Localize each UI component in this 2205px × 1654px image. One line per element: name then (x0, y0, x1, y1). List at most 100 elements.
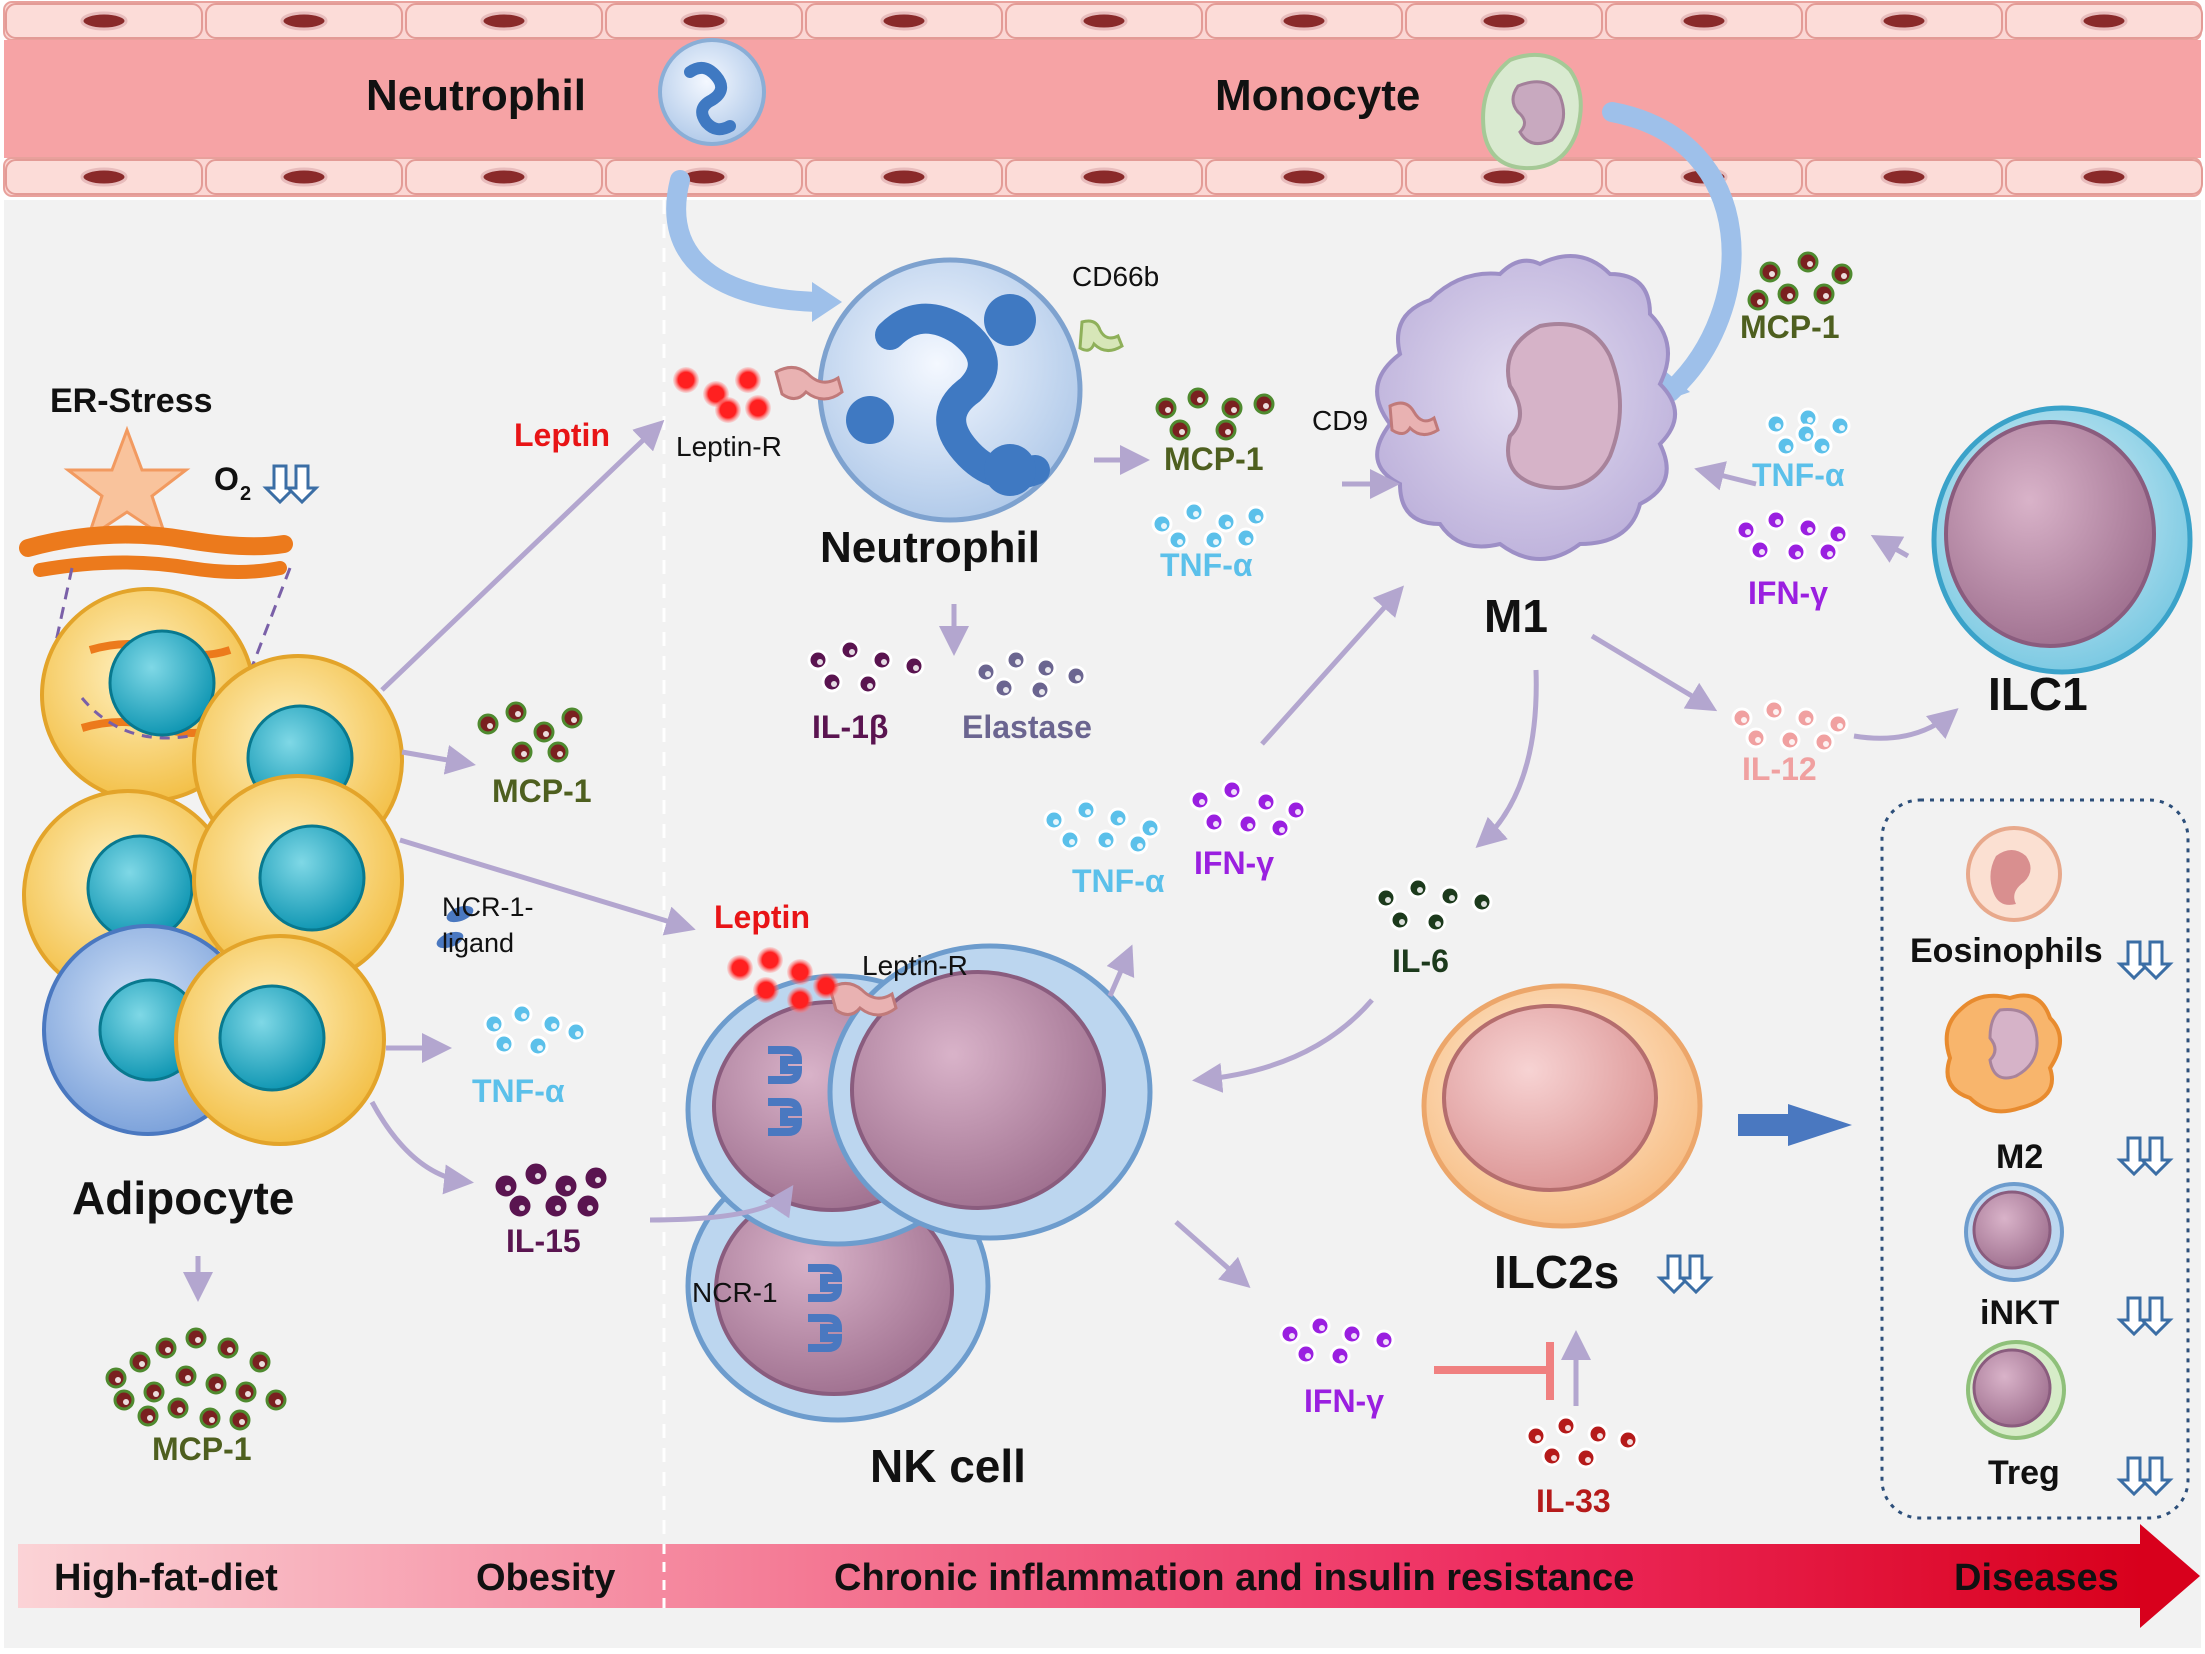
cytokine-dot-highlight (227, 1347, 233, 1353)
endothelial-nucleus (2080, 167, 2128, 187)
cytokine-dot-highlight (1785, 445, 1791, 451)
decreased-cells-box (1880, 798, 2190, 1520)
cytokine-dot-highlight (1759, 549, 1765, 555)
endothelial-nucleus (880, 167, 928, 187)
leptin-nk-dots (727, 947, 839, 1013)
cytokine-dot-highlight (1565, 1425, 1571, 1431)
arrow-il12-ilc1 (1853, 708, 1959, 741)
progress-obesity: Obesity (476, 1557, 615, 1599)
cytokine-dot-highlight (1807, 527, 1813, 533)
cytokine-dot-highlight (1795, 551, 1801, 557)
cytokine-dot-highlight (1117, 817, 1123, 823)
decrease-icon (2116, 1296, 2174, 1337)
cytokine-dot-highlight (817, 659, 823, 665)
ilc1-cell (1931, 405, 2193, 675)
cd66b-label: CD66b (1072, 261, 1159, 292)
arrow-adipocyte-mcp1 (401, 745, 476, 775)
cytokine-dot-highlight (1775, 519, 1781, 525)
endothelial-nucleus (2080, 11, 2128, 31)
cytokine-dot-highlight (139, 1361, 145, 1367)
vessel-monocyte-label: Monocyte (1215, 71, 1420, 120)
cytokine-dot-highlight (1053, 819, 1059, 825)
leptin-top-label: Leptin (514, 417, 610, 453)
cytokine-dot-highlight (177, 1407, 183, 1413)
cytokine-dot-highlight (1045, 667, 1051, 673)
cytokine-dots (105, 251, 1853, 1469)
cytokine-dot-highlight (1161, 523, 1167, 529)
ilc1-title: ILC1 (1988, 668, 2088, 720)
il1b-label: IL-1β (812, 709, 888, 745)
leptin-dot (673, 367, 699, 393)
mcp1-m1-label: MCP-1 (1740, 309, 1840, 345)
cytokine-dot-highlight (1807, 261, 1813, 267)
progress-high-fat-diet: High-fat-diet (54, 1557, 278, 1599)
cytokine-dot-highlight (913, 665, 919, 671)
tnfa-m1-label: TNF-α (1752, 457, 1845, 493)
arrow-nk-ifng (1174, 1220, 1251, 1288)
decrease-icon (2116, 1456, 2174, 1497)
cytokine-dot-highlight (1839, 425, 1845, 431)
il33-dots (1525, 1415, 1639, 1469)
nk-leptin-r-label: Leptin-R (862, 950, 968, 981)
cytokine-dot-highlight (1627, 1439, 1633, 1445)
cytokine-dot-highlight (1741, 717, 1747, 723)
cytokine-dot-highlight (1769, 271, 1775, 277)
m2-cell (1944, 993, 2062, 1114)
inkt-cell (1964, 1182, 2064, 1282)
adipocyte-cluster (22, 587, 404, 1146)
nk-leptin-receptor-icon (828, 982, 898, 1017)
cytokine-dot-highlight (185, 1375, 191, 1381)
cytokine-dot-highlight (1197, 397, 1203, 403)
cytokine-dot-highlight (1551, 1455, 1557, 1461)
cytokine-dot-highlight (1775, 423, 1781, 429)
cytokine-dot-highlight (1225, 521, 1231, 527)
treg-cell (1966, 1340, 2066, 1440)
cytokine-dot-highlight (1383, 1339, 1389, 1345)
cytokine-dot-highlight (1385, 897, 1391, 903)
eosinophil-cell (1966, 826, 2062, 922)
ifng-nk-up-label: IFN-γ (1194, 845, 1274, 881)
neutrophil-leptin-receptor-icon (774, 366, 844, 401)
cytokine-dot-highlight (1351, 1333, 1357, 1339)
endothelial-nucleus (80, 11, 128, 31)
cytokine-dot-highlight (1231, 789, 1237, 795)
cytokine-dot-highlight (245, 1391, 251, 1397)
endothelial-nucleus (1480, 11, 1528, 31)
arrow-adipocyte-il15 (369, 1100, 474, 1195)
cytokine-dot-highlight (849, 649, 855, 655)
cytokine-dot-highlight (1787, 293, 1793, 299)
cytokine-dot-highlight (867, 683, 873, 689)
leptin-mid-label: Leptin (714, 899, 810, 935)
ifng-m1-dots (1735, 509, 1849, 563)
elastase-dots (975, 649, 1087, 701)
ifng-nk-up-dots (1189, 779, 1307, 839)
endothelial-nucleus (880, 11, 928, 31)
ilc2-cell (1421, 983, 1703, 1229)
o2-decrease-icon (262, 464, 320, 505)
mcp1-adipocyte-label: MCP-1 (492, 773, 592, 809)
cytokine-dot-highlight (493, 1023, 499, 1029)
cytokine-dot-highlight (1015, 659, 1021, 665)
progress-diseases: Diseases (1954, 1557, 2119, 1599)
cytokine-dot-highlight (1213, 821, 1219, 827)
cytokine-dot-highlight (1199, 799, 1205, 805)
endothelial-nucleus (280, 167, 328, 187)
ilc2-title: ILC2s (1494, 1246, 1619, 1298)
cytokine-dot-highlight (1755, 737, 1761, 743)
vessel-neutrophil-cell (658, 38, 766, 146)
tnfa-nk-dots (1043, 799, 1161, 855)
tnfa-nk-label: TNF-α (1072, 863, 1165, 899)
cytokine-dot-highlight (1177, 539, 1183, 545)
neutrophil-extravasation-arrow (666, 170, 830, 312)
endothelial-nucleus (1880, 11, 1928, 31)
monocyte-extravasation-arrow (1602, 102, 1742, 402)
cytokine-dot-highlight (503, 1043, 509, 1049)
cytokine-dot-highlight (1105, 839, 1111, 845)
endothelial-nucleus (1480, 167, 1528, 187)
tnfa-adipocyte-dots (483, 1003, 587, 1057)
cytokine-dot-highlight (153, 1391, 159, 1397)
endothelial-nucleus (680, 11, 728, 31)
cytokine-dot-highlight (1165, 407, 1171, 413)
